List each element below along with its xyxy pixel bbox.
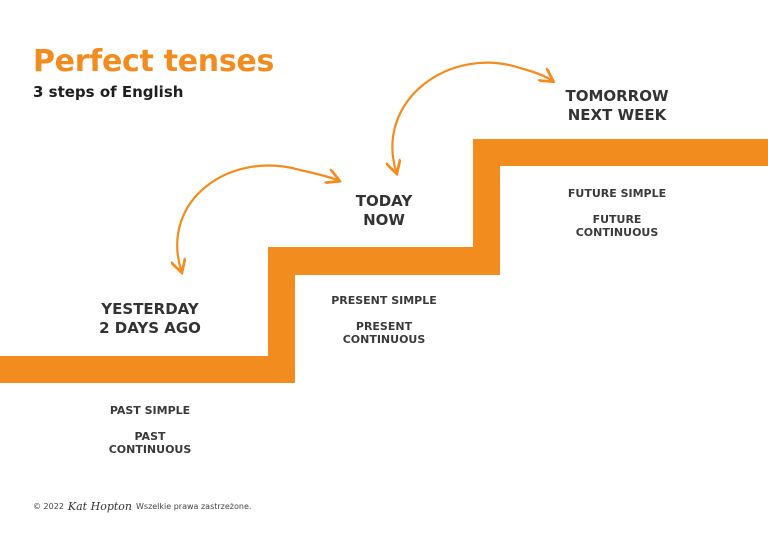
step-3-time-line-1: TOMORROW: [565, 87, 669, 105]
step-3-tenses: FUTURE SIMPLE FUTURE CONTINUOUS: [537, 187, 697, 239]
step-1-time-line-1: YESTERDAY: [101, 300, 199, 318]
tense-present-simple: PRESENT SIMPLE: [331, 294, 437, 307]
tense-past-continuous: PAST CONTINUOUS: [108, 430, 192, 456]
step-2-time-line-1: TODAY: [355, 192, 413, 210]
arrow-today-tomorrow: [392, 61, 551, 171]
step-1-time-label: YESTERDAY 2 DAYS AGO: [70, 300, 230, 338]
page-subtitle: 3 steps of English: [33, 83, 184, 101]
arrow-yesterday-today: [177, 164, 337, 270]
step-2-time-line-2: NOW: [363, 211, 405, 229]
tense-future-continuous: FUTURE CONTINUOUS: [575, 213, 659, 239]
copyright-text: © 2022: [33, 502, 64, 511]
step-3-time-label: TOMORROW NEXT WEEK: [537, 87, 697, 125]
stair-band: [0, 139, 768, 383]
step-2-tenses: PRESENT SIMPLE PRESENT CONTINUOUS: [304, 294, 464, 346]
step-3-time-line-2: NEXT WEEK: [567, 106, 667, 124]
tense-future-simple: FUTURE SIMPLE: [567, 187, 667, 200]
page-title: Perfect tenses: [33, 44, 275, 79]
author-signature: Kat Hopton: [67, 500, 132, 513]
step-1-time-line-2: 2 DAYS AGO: [99, 319, 201, 337]
step-1-tenses: PAST SIMPLE PAST CONTINUOUS: [70, 404, 230, 456]
tense-past-simple: PAST SIMPLE: [109, 404, 191, 417]
footer: © 2022 Kat Hopton Wszelkie prawa zastrze…: [33, 500, 251, 513]
rights-text: Wszelkie prawa zastrzeżone.: [135, 502, 252, 511]
step-2-time-label: TODAY NOW: [304, 192, 464, 230]
tense-present-continuous: PRESENT CONTINUOUS: [342, 320, 426, 346]
